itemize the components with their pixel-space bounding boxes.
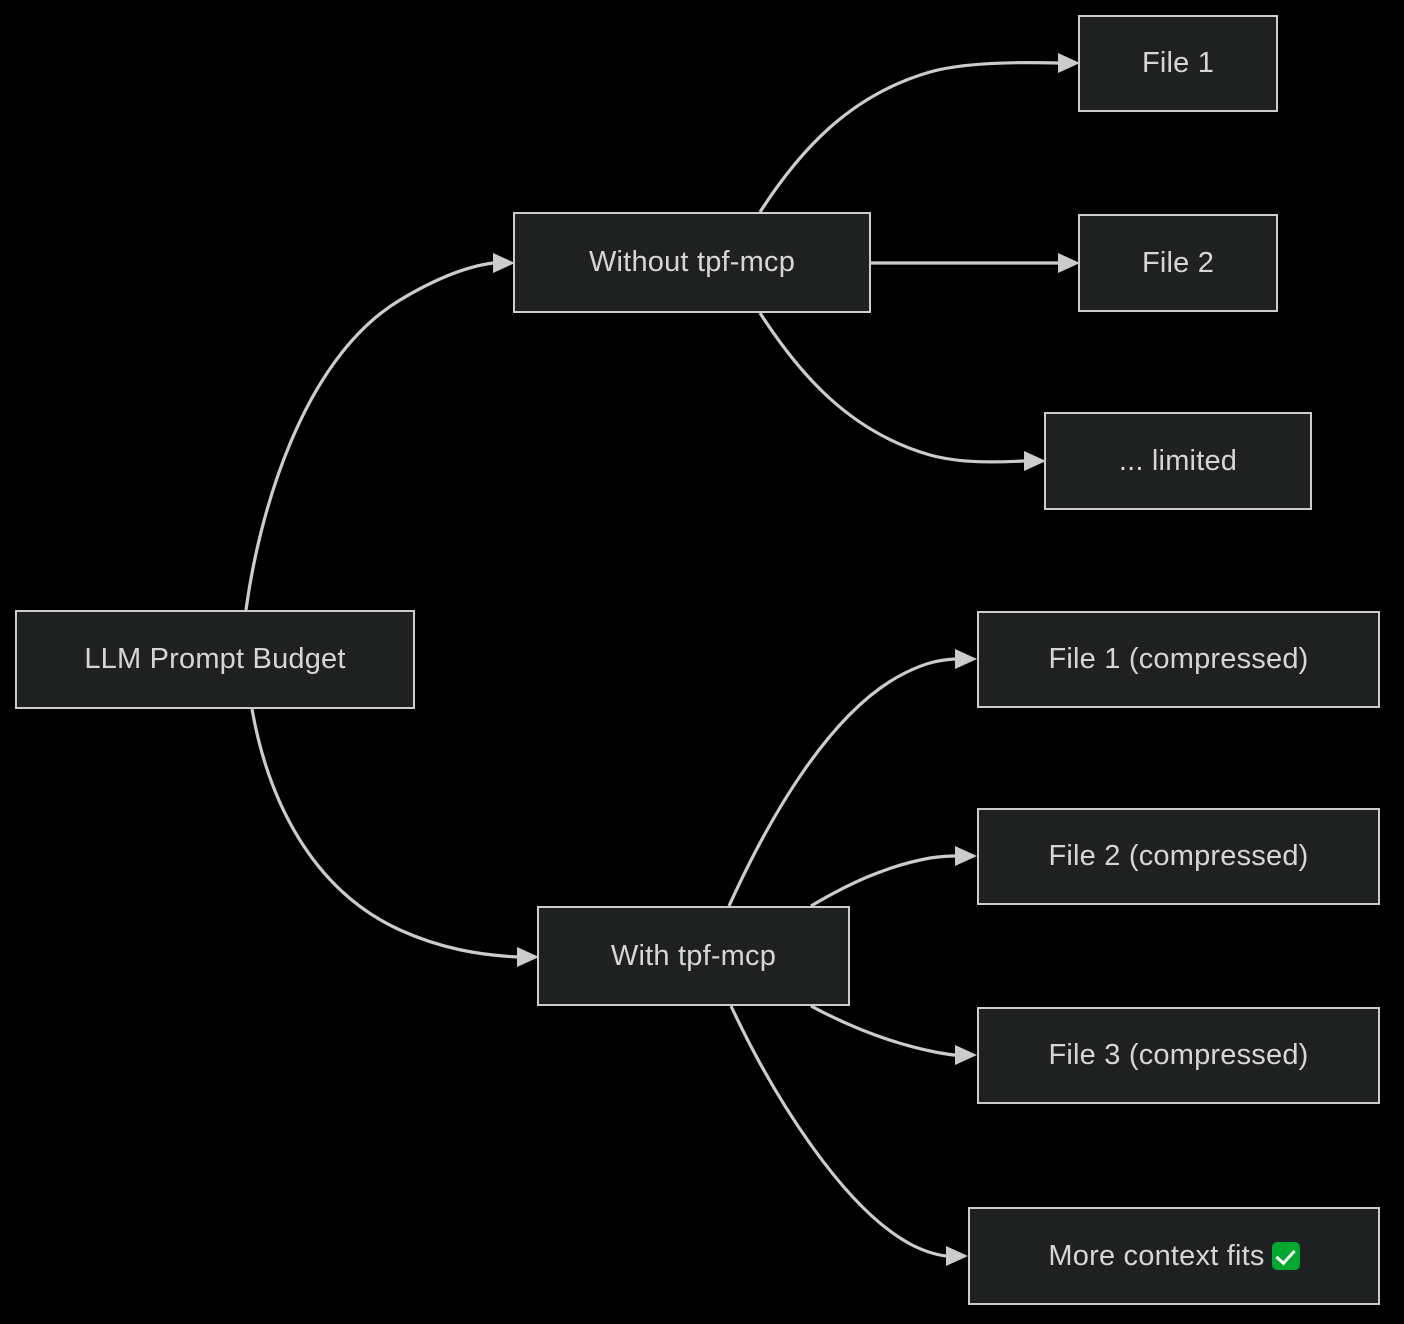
white-check-mark-icon — [1271, 1241, 1300, 1270]
edge-with-to-morecontext — [729, 1005, 968, 1266]
node-file-2[interactable]: File 2 — [1078, 214, 1278, 312]
edge-without-to-file1 — [758, 53, 1080, 213]
more-context-fits-text: More context fits — [1048, 1239, 1265, 1272]
arrowhead-icon — [517, 947, 539, 967]
node-label-without-tpf-mcp: Without tpf-mcp — [588, 246, 796, 279]
node-label-file-2: File 2 — [1141, 246, 1215, 279]
node-file-1[interactable]: File 1 — [1078, 15, 1278, 112]
arrowhead-icon — [955, 846, 977, 866]
node-llm-prompt-budget[interactable]: LLM Prompt Budget — [15, 610, 415, 709]
node-more-context-fits[interactable]: More context fits — [968, 1207, 1380, 1305]
edge-root-to-without — [244, 253, 515, 611]
node-limited[interactable]: ... limited — [1044, 412, 1312, 510]
node-without-tpf-mcp[interactable]: Without tpf-mcp — [513, 212, 871, 313]
node-with-tpf-mcp[interactable]: With tpf-mcp — [537, 906, 850, 1006]
node-file-1-compressed[interactable]: File 1 (compressed) — [977, 611, 1380, 708]
arrowhead-icon — [1024, 451, 1046, 471]
node-label-file-3-compressed: File 3 (compressed) — [1048, 1039, 1309, 1072]
node-label-limited: ... limited — [1118, 444, 1238, 477]
node-label-llm-prompt-budget: LLM Prompt Budget — [84, 643, 346, 676]
edge-with-to-file1c — [727, 649, 977, 907]
edge-without-to-file2 — [871, 253, 1080, 273]
edge-with-to-file3c — [810, 1004, 977, 1065]
node-file-3-compressed[interactable]: File 3 (compressed) — [977, 1007, 1380, 1104]
edge-with-to-file2c — [810, 846, 977, 908]
arrowhead-icon — [946, 1246, 968, 1266]
arrowhead-icon — [955, 1045, 977, 1065]
node-label-more-context-fits: More context fits — [1048, 1239, 1300, 1274]
arrowhead-icon — [1058, 53, 1080, 73]
arrowhead-icon — [493, 253, 515, 273]
node-label-file-2-compressed: File 2 (compressed) — [1048, 840, 1309, 873]
node-label-with-tpf-mcp: With tpf-mcp — [610, 939, 777, 972]
node-file-2-compressed[interactable]: File 2 (compressed) — [977, 808, 1380, 905]
node-label-file-1-compressed: File 1 (compressed) — [1048, 643, 1309, 676]
arrowhead-icon — [1058, 253, 1080, 273]
node-label-file-1: File 1 — [1141, 47, 1215, 80]
edge-root-to-with — [250, 708, 539, 967]
arrowhead-icon — [955, 649, 977, 669]
edge-without-to-limited — [758, 312, 1046, 471]
